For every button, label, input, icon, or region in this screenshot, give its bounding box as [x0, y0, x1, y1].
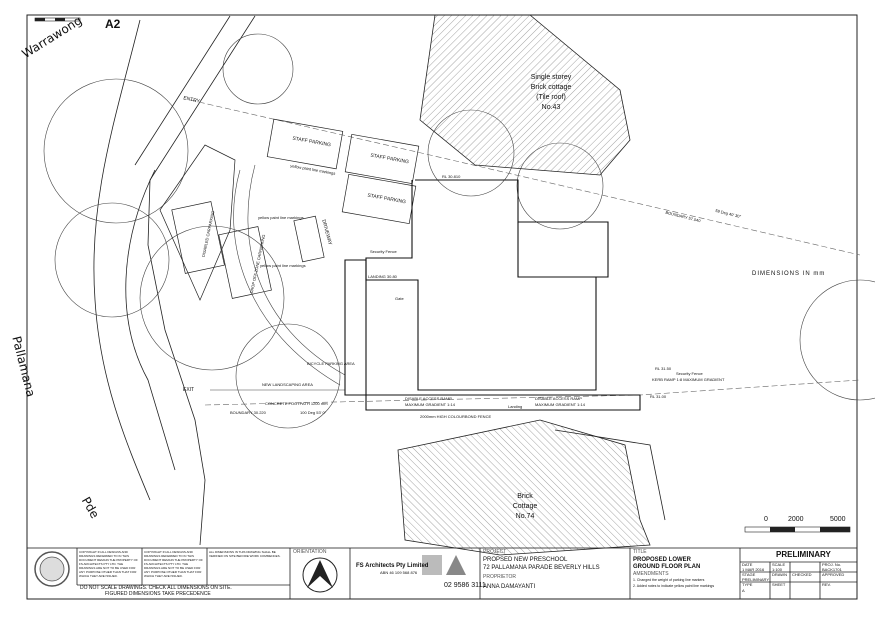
- copyright-note: COPYRIGHT IN ALL DESIGNS AND DRAWINGS RE…: [79, 550, 138, 578]
- date-label: DATE: [742, 562, 753, 567]
- landing-rl: LANDING 30.80: [368, 274, 397, 279]
- max-gradient-1: MAXIMUM GRADIENT 1:14: [405, 402, 455, 407]
- stage-label: STAGE: [742, 572, 756, 577]
- neighbour-north-label: Single storey Brick cottage (Tile roof) …: [520, 73, 582, 113]
- access-ramp-2: DISABLE ACCESS RAMP: [535, 396, 582, 401]
- scale-label: SCALE: [772, 562, 786, 567]
- neighbour-south-line-1: Brick: [517, 493, 533, 500]
- header-scale: [34, 17, 81, 22]
- rev-label: REV.: [822, 582, 831, 587]
- project-line-1: PROPSED NEW PRESCHOOL: [483, 557, 568, 563]
- orientation-label: ORIENTATION: [293, 549, 327, 555]
- rl-1: RL 30.810: [442, 174, 461, 179]
- firm-sub: ABN 46 109 568 876: [380, 570, 418, 575]
- access-ramp-1: DISABLE ACCESS RAMP: [405, 396, 452, 401]
- boundary-south: BOUNDARY 30.220: [230, 410, 266, 415]
- firm-seal: [34, 551, 70, 587]
- max-gradient-2: MAXIMUM GRADIENT 1:14: [535, 402, 585, 407]
- north-arrow: [302, 557, 338, 593]
- date-value: 1 MAR 2016: [742, 567, 765, 572]
- scale-tick-5000: 5000: [830, 516, 846, 523]
- landing-label: Landing: [508, 404, 523, 409]
- amendments-label: AMENDMENTS: [633, 571, 669, 577]
- proprietor-label: PROPRIETOR: [483, 574, 516, 580]
- gate-label: Gate: [395, 296, 404, 301]
- fence-note: 2000mm HIGH COLOURBOND FENCE: [420, 414, 492, 419]
- project-label: PROJECT: [483, 549, 507, 555]
- building-footprint: [344, 179, 641, 411]
- checked-label: CHECKED: [792, 572, 812, 577]
- concrete-footpath: CONCRETE FOOTPATH 1200 mm: [265, 401, 328, 406]
- yellow-note-3: yellow paint line markings: [260, 263, 306, 268]
- firm-logo: [422, 555, 466, 575]
- neighbour-north-line-4: No.43: [541, 104, 561, 111]
- project-line-2: 72 PALLAMANA PARADE BEVERLY HILLS: [483, 565, 600, 571]
- title-label: TITLE: [633, 549, 647, 555]
- type-value: A: [742, 588, 745, 593]
- neighbour-south-line-2: Cottage: [512, 503, 538, 510]
- kerb-ramp: KERB RAMP 1:8 MAXIMUM GRADIENT: [652, 377, 725, 382]
- exit-label: EXIT: [183, 387, 195, 393]
- security-fence-2: Security Fence: [370, 249, 397, 254]
- do-not-scale: DO NOT SCALE DRAWINGS. CHECK ALL DIMENSI…: [80, 585, 232, 591]
- drawn-label: DRAWN: [772, 572, 787, 577]
- scale-value: 1:100: [772, 567, 783, 572]
- neighbour-north-line-2: Brick cottage: [530, 84, 572, 91]
- neighbour-south-line-3: No.74: [515, 513, 535, 520]
- general-notes: ALL DIMENSIONS IN THIS DRAWING SHALL BE …: [209, 550, 281, 558]
- yellow-note-2: yellow paint line markings: [258, 215, 304, 220]
- sheet-size: A2: [105, 17, 121, 31]
- neighbour-south-label: Brick Cottage No.74: [500, 492, 550, 522]
- sheet-label: SHEET: [772, 582, 786, 587]
- driveway: [210, 164, 346, 391]
- neighbour-south: [397, 419, 666, 556]
- street-lines: [93, 15, 256, 546]
- firm-phone: 02 9586 3111: [444, 582, 486, 589]
- proj-no-label: PROJ. No.: [822, 562, 842, 567]
- tree-canopies: [43, 33, 875, 429]
- title-line-2: GROUND FLOOR PLAN: [633, 564, 701, 570]
- bearing-south: 100 Deg 53' 0": [300, 410, 327, 415]
- copyright-note-2: COPYRIGHT IN ALL DESIGNS AND DRAWINGS RE…: [144, 550, 203, 578]
- proj-no-value: BACK1701: [822, 567, 842, 572]
- neighbour-north-line-3: (Tile roof): [536, 94, 566, 101]
- carpark: [159, 118, 420, 301]
- approved-label: APPROVED: [822, 572, 845, 577]
- amendment-2: 2. Added notes to indicate yellow paint …: [633, 584, 715, 588]
- type-label: TYPE: [742, 582, 753, 587]
- security-fence: Security Fence: [676, 371, 703, 376]
- rl-3: RL 31.50: [655, 366, 672, 371]
- status-badge: PRELIMINARY: [776, 550, 831, 559]
- neighbour-north-line-1: Single storey: [530, 74, 572, 81]
- rl-2: RL 31.00: [650, 394, 667, 399]
- landscaping-label: NEW LANDSCAPING AREA: [262, 382, 313, 387]
- figured-dimensions: FIGURED DIMENSIONS TAKE PRECEDENCE: [105, 591, 211, 597]
- firm-name: FS Architects Pty Limited: [356, 563, 429, 569]
- dimensions-caption: DIMENSIONS IN mm: [752, 271, 826, 277]
- scale-bar: [744, 526, 851, 533]
- amendment-1: 1. Changed the weight of parking line ma…: [633, 578, 705, 582]
- neighbour-north: [419, 14, 631, 176]
- scale-tick-2000: 2000: [788, 516, 804, 523]
- title-block-grid: [26, 547, 858, 600]
- proprietor: ANNA DAMAYANTI: [483, 584, 536, 590]
- scale-tick-0: 0: [764, 516, 768, 523]
- bicycle-parking: BICYCLE PARKING AREA: [307, 361, 355, 366]
- stage-value: PRELIMINARY: [742, 577, 770, 582]
- title-line-1: PROPOSED LOWER: [633, 557, 692, 563]
